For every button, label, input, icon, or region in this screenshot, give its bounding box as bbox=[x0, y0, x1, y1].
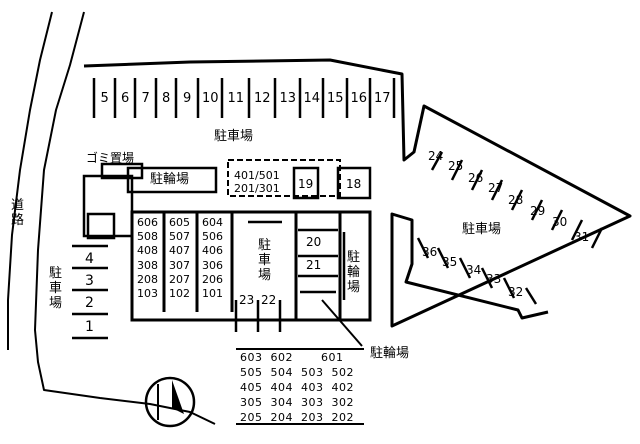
top-stall-number: 6 bbox=[121, 91, 130, 106]
top-stall-number: 5 bbox=[100, 91, 109, 106]
right-upper-stall-number: 31 bbox=[574, 230, 590, 244]
top-stall-number: 14 bbox=[303, 91, 321, 106]
bike-right-label: 駐輪場 bbox=[346, 250, 360, 295]
space-18: 18 bbox=[346, 177, 362, 191]
right-upper-stall-number: 26 bbox=[468, 171, 484, 185]
right-lower-stall-line bbox=[416, 237, 430, 259]
right-lower-stall-line bbox=[524, 287, 538, 305]
lower-unit-row: 405 404 403 402 bbox=[240, 381, 354, 394]
main-building bbox=[130, 210, 372, 322]
north-arrow-icon bbox=[144, 376, 196, 428]
parking-top-label: 駐車場 bbox=[214, 129, 254, 144]
utility-block bbox=[82, 174, 134, 238]
right-lower-stall-line bbox=[502, 277, 516, 299]
bike-top-label: 駐輪場 bbox=[150, 172, 190, 187]
right-lower-stall-number: 33 bbox=[486, 272, 502, 286]
building-col-2: 605 507 407 307 207 102 bbox=[169, 216, 190, 301]
leader-line bbox=[321, 299, 363, 347]
parking-center-label: 駐車場 bbox=[257, 238, 271, 283]
building-col-3: 604 506 406 306 206 101 bbox=[202, 216, 223, 301]
lower-unit-row: 505 504 503 502 bbox=[240, 366, 354, 379]
space-19: 19 bbox=[298, 177, 314, 191]
unit-box-top-text: 401/501 bbox=[234, 169, 280, 182]
parking-right-label: 駐車場 bbox=[462, 222, 502, 237]
right-upper-stall-line bbox=[550, 209, 564, 231]
right-lower-stall-number: 32 bbox=[508, 285, 524, 299]
right-lower-stall-number: 35 bbox=[442, 255, 458, 269]
top-stall-number: 13 bbox=[279, 91, 297, 106]
lower-unit-row: 603 602 601 bbox=[240, 351, 344, 364]
bike-shed-top bbox=[126, 166, 218, 194]
road-edge-right bbox=[34, 11, 216, 425]
right-upper-stall-number: 30 bbox=[552, 215, 568, 229]
top-stall-number: 9 bbox=[183, 91, 192, 106]
bike-bottom-label: 駐輪場 bbox=[370, 346, 410, 361]
road-label: 道路 bbox=[10, 198, 24, 228]
space-19-box bbox=[292, 166, 320, 200]
utility-inner bbox=[86, 212, 116, 240]
right-lower-stall-number: 34 bbox=[466, 263, 482, 277]
space-18-box bbox=[336, 166, 372, 200]
space-23: 23 bbox=[239, 293, 255, 307]
right-upper-stall-number: 29 bbox=[530, 204, 546, 218]
lower-unit-row: 205 204 203 202 bbox=[240, 411, 354, 424]
right-lower-stall-line bbox=[480, 267, 494, 289]
garbage-bin bbox=[100, 162, 144, 180]
left-stall-number: 4 bbox=[85, 251, 94, 267]
building-col-1: 606 508 408 308 208 103 bbox=[137, 216, 158, 301]
top-stall-number: 12 bbox=[254, 91, 271, 106]
right-upper-stall-line bbox=[510, 189, 524, 211]
right-upper-stall-number: 27 bbox=[488, 181, 504, 195]
top-stall-number: 11 bbox=[227, 91, 245, 106]
right-lower-stall-line bbox=[458, 257, 472, 279]
right-lower-stall-line bbox=[436, 247, 450, 269]
site-boundary bbox=[83, 58, 632, 328]
right-upper-stall-line bbox=[590, 227, 604, 249]
top-stall-number: 8 bbox=[162, 91, 171, 106]
right-upper-stall-number: 24 bbox=[428, 149, 444, 163]
garbage-label: ゴミ置場 bbox=[86, 151, 135, 165]
space-22: 22 bbox=[261, 293, 277, 307]
unit-box-dashed bbox=[227, 159, 341, 197]
left-stall-number: 3 bbox=[85, 273, 94, 289]
right-upper-stall-line bbox=[490, 179, 504, 201]
top-stall-number: 16 bbox=[350, 91, 368, 106]
road-edge-left bbox=[7, 11, 53, 350]
top-stall-number: 15 bbox=[327, 91, 344, 106]
lower-unit-row: 305 304 303 302 bbox=[240, 396, 354, 409]
right-upper-stall-line bbox=[450, 159, 464, 181]
right-upper-stall-line bbox=[470, 169, 484, 191]
top-stall-number: 17 bbox=[374, 91, 391, 106]
parking-left-label: 駐車場 bbox=[48, 266, 62, 311]
space-21: 21 bbox=[306, 258, 322, 272]
unit-box-bottom-text: 201/301 bbox=[234, 182, 280, 195]
top-stall-number: 7 bbox=[141, 91, 150, 106]
top-stall-number: 10 bbox=[202, 91, 219, 106]
left-stall-number: 1 bbox=[85, 319, 94, 335]
right-upper-stall-line bbox=[570, 219, 584, 241]
right-upper-stall-line bbox=[430, 151, 444, 171]
left-stall-number: 2 bbox=[85, 295, 94, 311]
right-upper-stall-number: 25 bbox=[448, 159, 464, 173]
right-lower-stall-number: 36 bbox=[422, 245, 438, 259]
right-upper-stall-number: 28 bbox=[508, 193, 524, 207]
space-20: 20 bbox=[306, 235, 322, 249]
right-upper-stall-line bbox=[530, 199, 544, 221]
